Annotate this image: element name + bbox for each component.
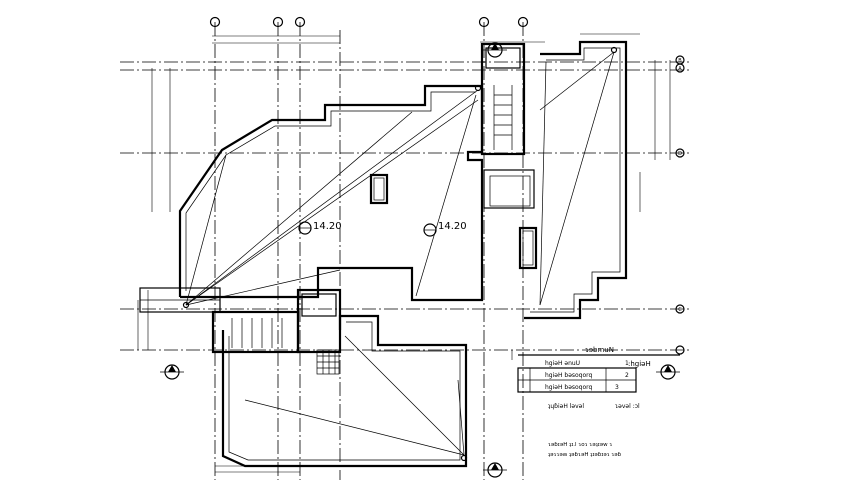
- legend-row-num: 2: [625, 372, 629, 379]
- level-marker-1-value: 14.20: [313, 221, 342, 232]
- legend-header-left: ɿɘbmuN: [585, 346, 614, 354]
- grid-bubbles-top: [209, 16, 529, 28]
- grid-bubble-label: B: [678, 58, 682, 64]
- legend-footer-left: ʇɥɓiəH ləvəl: [548, 403, 584, 410]
- note-line: ʇəɿɿəʍ ʇəɓɿəH ʇɪəɓɪəɿ ɿəɓ: [548, 452, 622, 458]
- grid-bubble-label: A: [678, 66, 682, 72]
- section-mark-icon: [160, 364, 184, 380]
- drawing-notes: ɿəɓɪəH ʇɪ.l ɿoɿ ɿəʇɪəw ɿ ʇəɿɿəʍ ʇəɓɿəH ʇ…: [548, 442, 622, 458]
- legend-row-text: hgiəH ənuU: [545, 360, 580, 367]
- section-mark-icon: [483, 42, 507, 58]
- skylights: [369, 173, 538, 270]
- dimension-lines: [137, 33, 671, 473]
- stair-core-lower: [211, 288, 342, 354]
- level-marker-2: 14.20: [423, 221, 467, 237]
- level-marker-1: 14.20: [298, 221, 342, 235]
- legend-footer-right: ɿəvəl :ɔl: [615, 403, 640, 410]
- legend-row-num: 1: [625, 360, 629, 367]
- legend-row-text: hgiəH bəsoqorq: [545, 372, 593, 379]
- grid-bubbles-right: B A D C: [675, 55, 685, 355]
- legend-row-num: 3: [615, 384, 619, 391]
- roof-outline-lower: [221, 314, 468, 468]
- grid-lines: [120, 22, 690, 480]
- stair-core-upper: [480, 42, 526, 156]
- slope-lines: [185, 51, 615, 456]
- roof-outline-upper: [178, 84, 484, 302]
- section-symbols: [160, 42, 680, 478]
- level-marker-2-value: 14.20: [438, 221, 467, 232]
- grid-bubble-label: C: [678, 307, 682, 313]
- note-line: ɿəɓɪəH ʇɪ.l ɿoɿ ɿəʇɪəw ɿ: [548, 442, 612, 448]
- section-mark-icon: [483, 462, 507, 478]
- legend-header-right: :hgiəH: [628, 360, 651, 368]
- roof-drains: [182, 46, 618, 462]
- legend-table: ɿɘbmuN :hgiəH hgiəH ənuU 1 hgiəH bəsoqor…: [517, 346, 680, 410]
- section-mark-icon: [656, 364, 680, 380]
- floor-grating: [316, 349, 340, 375]
- roof-outline-right: [483, 40, 628, 320]
- grid-bubble-label: D: [678, 151, 682, 157]
- legend-row-text: hgiəH bəsoqorq: [545, 384, 593, 391]
